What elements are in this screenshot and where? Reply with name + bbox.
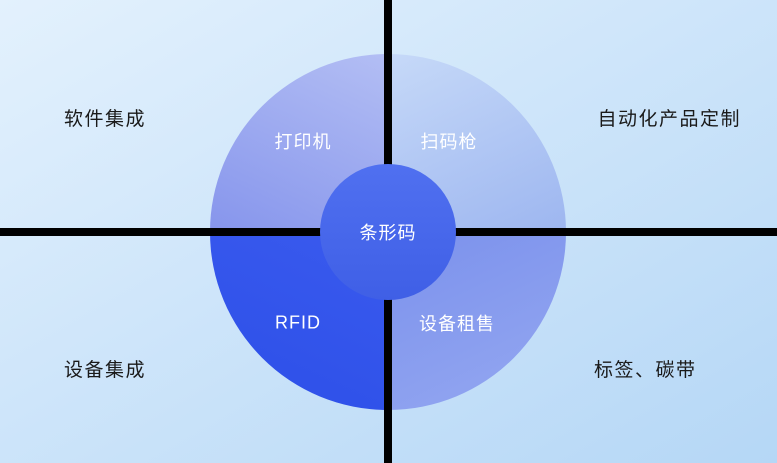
corner-label-automation-customization: 自动化产品定制 xyxy=(597,109,741,130)
corner-label-device-integration: 设备集成 xyxy=(64,360,147,381)
corner-label-labels-ribbons: 标签、碳带 xyxy=(594,360,697,381)
quadrant-label-printer: 打印机 xyxy=(274,132,332,152)
quadrant-label-scanner: 扫码枪 xyxy=(420,132,478,152)
corner-label-software-integration: 软件集成 xyxy=(64,109,147,130)
center-label: 条形码 xyxy=(359,223,417,243)
center-circle: 条形码 xyxy=(320,164,456,300)
quadrant-label-rfid: RFID xyxy=(275,312,321,333)
quadrant-label-rental: 设备租售 xyxy=(419,314,495,334)
